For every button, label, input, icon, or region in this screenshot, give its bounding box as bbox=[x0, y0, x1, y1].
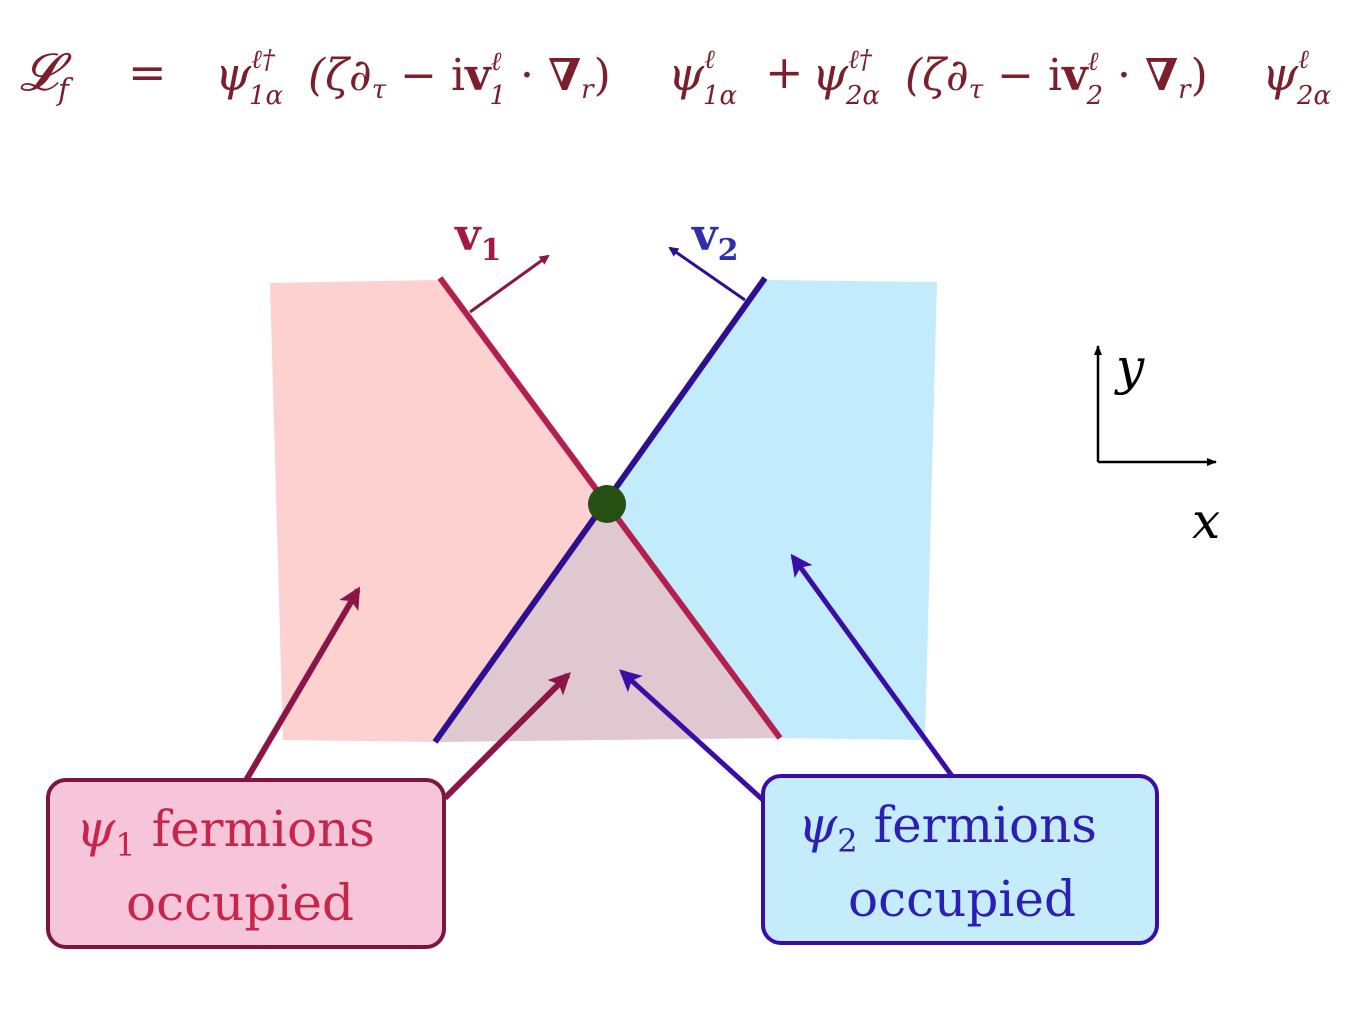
eq-plus: + bbox=[765, 45, 804, 99]
v2-label: v2 bbox=[691, 210, 738, 268]
psi2-callout-arrow-a bbox=[619, 669, 765, 802]
eq-tau-2: τ bbox=[969, 75, 984, 105]
axis-y-label: y bbox=[1114, 338, 1145, 396]
eq-psi-2-sub: 1α bbox=[703, 81, 738, 111]
eq-psi-3-sup: ℓ† bbox=[848, 45, 873, 75]
eq-v-2: v bbox=[1061, 50, 1089, 101]
v2-arrow bbox=[668, 246, 746, 302]
axis-x-label: x bbox=[1192, 492, 1220, 550]
eq-equals: = bbox=[128, 45, 167, 99]
v1-arrow bbox=[469, 254, 550, 314]
eq-lhs-sub: f bbox=[56, 73, 74, 108]
eq-nabla-1-sub: r bbox=[581, 75, 595, 105]
crossing-point bbox=[588, 485, 626, 523]
eq-tau-1: τ bbox=[372, 75, 387, 105]
eq-v1-sub: 1 bbox=[490, 81, 507, 111]
svg-text:ψℓ†1α: ψℓ† 1α bbox=[215, 45, 283, 111]
overlap-region bbox=[435, 504, 780, 742]
eq-psi-4-sub: 2α bbox=[1296, 81, 1332, 111]
psi1-callout-arrow-a bbox=[242, 586, 361, 784]
eq-close-1: ) bbox=[594, 50, 611, 101]
v1-label: v1 bbox=[454, 210, 501, 268]
eq-v2-sup: ℓ bbox=[1088, 47, 1099, 77]
eq-nabla-2: ∇ bbox=[1145, 50, 1178, 101]
eq-psi-4-sup: ℓ bbox=[1298, 45, 1309, 75]
eq-close-2: ) bbox=[1191, 50, 1208, 101]
eq-minus-2: − i bbox=[983, 50, 1062, 101]
eq-psi-1: ψ bbox=[215, 47, 252, 101]
eq-psi-2: ψ bbox=[668, 47, 705, 101]
eq-dot-2: · bbox=[1103, 50, 1145, 101]
eq-psi-3: ψ bbox=[812, 47, 849, 101]
eq-op-2: (ζ∂ bbox=[905, 50, 969, 101]
svg-text:𝓛f: 𝓛f bbox=[20, 43, 74, 108]
psi1-callout-arrow-b bbox=[442, 672, 571, 801]
eq-psi-1-sup: ℓ† bbox=[251, 45, 276, 75]
eq-psi-4: ψ bbox=[1262, 47, 1299, 101]
svg-text:ψℓ†2α: ψℓ† 2α bbox=[812, 45, 880, 111]
eq-v-1: v bbox=[464, 50, 492, 101]
eq-nabla-1: ∇ bbox=[548, 50, 581, 101]
axes-indicator: y x bbox=[1094, 338, 1220, 550]
psi1-occupied-region bbox=[270, 280, 607, 742]
eq-dot-1: · bbox=[506, 50, 548, 101]
eq-v2-sub: 2 bbox=[1086, 81, 1104, 111]
eq-psi-3-sub: 2α bbox=[845, 81, 881, 111]
eq-psi-2-sup: ℓ bbox=[704, 45, 715, 75]
eq-psi-1-sub: 1α bbox=[249, 81, 284, 111]
eq-minus-1: − i bbox=[386, 50, 465, 101]
psi2-callout-arrow-b bbox=[790, 553, 955, 778]
eq-op-1: (ζ∂ bbox=[308, 50, 372, 101]
eq-v1-sup: ℓ bbox=[491, 47, 502, 77]
psi2-line2: occupied bbox=[848, 870, 1076, 928]
psi2-occupied-region bbox=[607, 280, 937, 740]
eq-nabla-2-sub: r bbox=[1178, 75, 1192, 105]
psi1-line2: occupied bbox=[126, 874, 354, 932]
